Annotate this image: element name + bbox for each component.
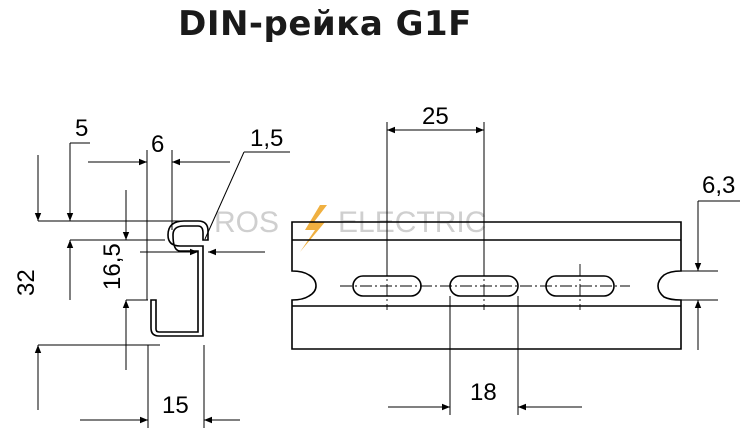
watermark-left-text: ROS <box>214 206 279 239</box>
dimension-32-label: 32 <box>13 269 40 296</box>
center-lines <box>340 264 630 310</box>
dimension-18-label: 18 <box>470 379 497 406</box>
dimension-6-label: 6 <box>151 131 164 158</box>
page-title: DIN-рейка G1F <box>178 4 472 44</box>
cross-section-dimension-lines <box>34 142 290 428</box>
dimension-15-label: 15 <box>162 392 189 419</box>
dimension-5-label: 5 <box>75 115 88 142</box>
watermark: ROS ELECTRIC <box>214 205 486 252</box>
bolt-icon <box>300 205 327 252</box>
dimension-16-5-label: 16,5 <box>99 243 126 290</box>
dimension-1-5-label: 1,5 <box>250 125 283 152</box>
dimension-6-3-label: 6,3 <box>702 172 735 199</box>
front-view-rail <box>291 221 682 350</box>
front-view-dimension-lines <box>386 122 740 415</box>
cross-section-profile <box>150 220 209 337</box>
dimension-25-label: 25 <box>422 103 449 130</box>
